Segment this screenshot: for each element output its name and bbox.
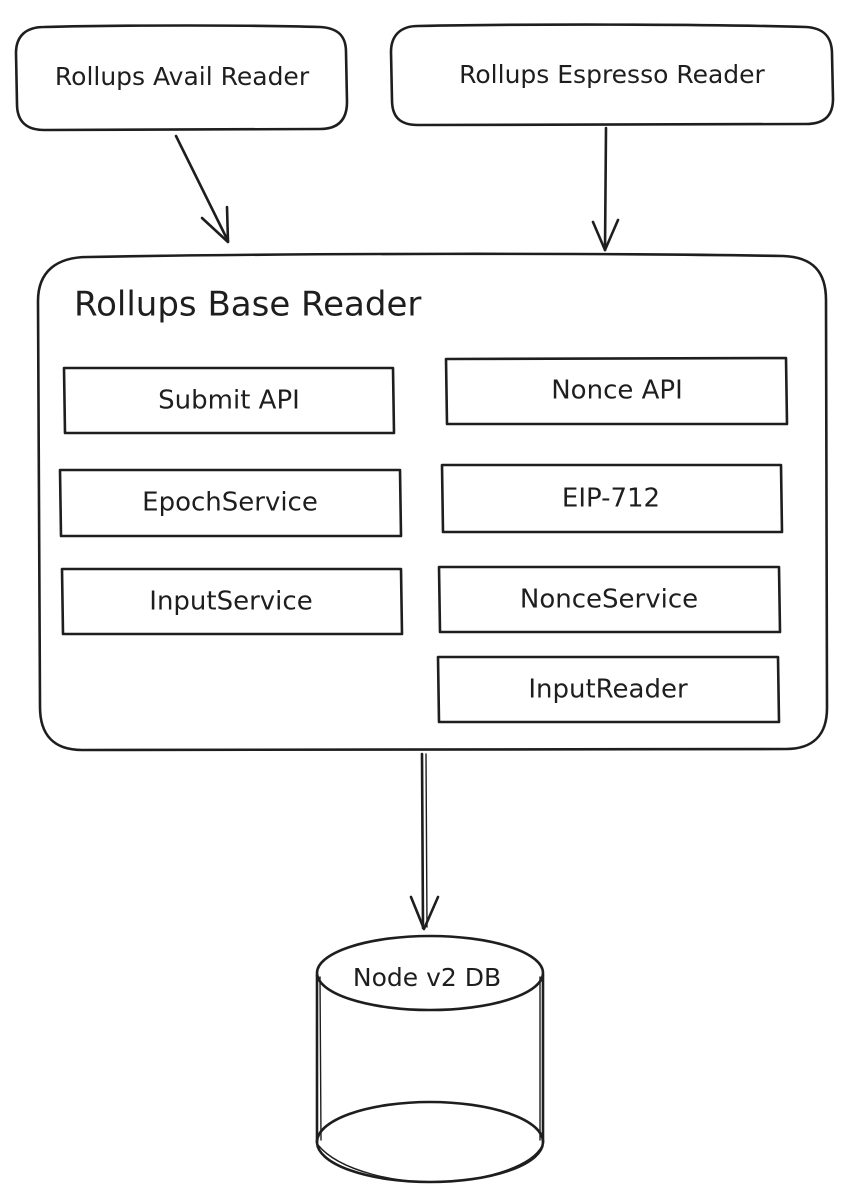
eip712-box: EIP-712 <box>440 463 784 534</box>
espresso-reader-node: Rollups Espresso Reader <box>389 23 835 127</box>
nonce-api-box: Nonce API <box>444 356 789 426</box>
nonce-service-label: NonceService <box>520 585 698 615</box>
db-label: Node v2 DB <box>353 963 501 992</box>
input-service-box: InputService <box>60 567 404 636</box>
node-v2-db: Node v2 DB <box>315 934 545 1184</box>
epoch-service-label: EpochService <box>142 488 318 518</box>
submit-api-label: Submit API <box>158 386 300 416</box>
nonce-api-label: Nonce API <box>551 376 683 406</box>
arrow-base-to-db <box>409 752 440 931</box>
base-reader-title: Rollups Base Reader <box>74 285 421 325</box>
nonce-service-box: NonceService <box>437 565 782 634</box>
epoch-service-box: EpochService <box>58 468 403 538</box>
espresso-reader-label: Rollups Espresso Reader <box>459 60 765 89</box>
eip712-label: EIP-712 <box>562 484 660 514</box>
arrow-espresso-to-base <box>591 126 620 252</box>
avail-reader-node: Rollups Avail Reader <box>14 24 349 132</box>
avail-reader-label: Rollups Avail Reader <box>55 62 310 91</box>
base-reader-container: Rollups Base Reader <box>36 252 829 752</box>
input-reader-box: InputReader <box>436 655 781 724</box>
arrow-avail-to-base <box>174 134 230 244</box>
input-service-label: InputService <box>149 587 312 617</box>
input-reader-label: InputReader <box>528 675 688 705</box>
submit-api-box: Submit API <box>62 366 396 435</box>
